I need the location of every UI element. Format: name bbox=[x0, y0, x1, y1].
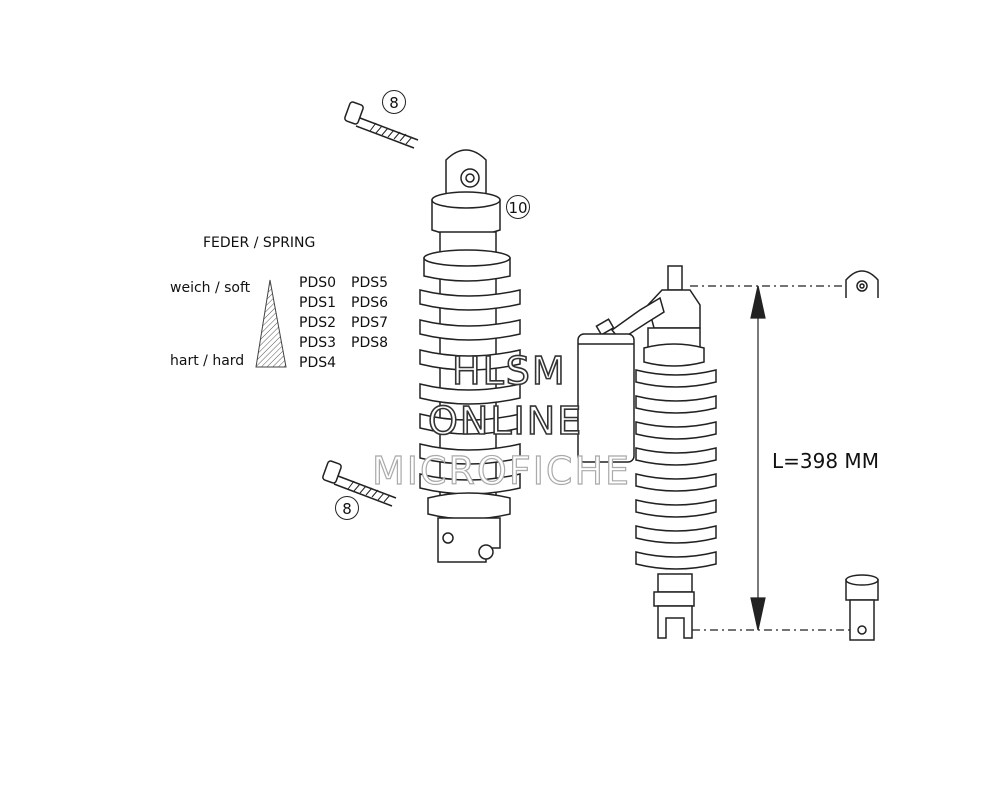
bottom-mount-detail bbox=[845, 574, 879, 641]
spring-code: PDS3 bbox=[299, 335, 337, 351]
callout-bolt-top: 8 bbox=[382, 90, 406, 114]
watermark-line-2: ONLINE bbox=[427, 399, 584, 443]
length-dimension-label: L=398 MM bbox=[772, 449, 879, 473]
watermark-line-3: MICROFICHE bbox=[371, 449, 632, 493]
shock-left bbox=[419, 149, 521, 563]
spring-code: PDS2 bbox=[299, 315, 337, 331]
spring-code: PDS4 bbox=[299, 355, 337, 371]
bolt-bottom bbox=[322, 460, 397, 507]
spring-code: PDS8 bbox=[351, 335, 389, 351]
dimension-line bbox=[690, 285, 852, 631]
callout-bolt-bottom: 8 bbox=[335, 496, 359, 520]
spring-code: PDS6 bbox=[351, 295, 389, 311]
shock-right bbox=[577, 265, 717, 639]
hardness-wedge bbox=[255, 279, 287, 368]
callout-shock: 10 bbox=[506, 195, 530, 219]
spring-code: PDS0 bbox=[299, 275, 337, 291]
hard-label: hart / hard bbox=[170, 353, 245, 369]
spring-legend-title: FEDER / SPRING bbox=[203, 235, 316, 251]
bolt-top bbox=[344, 101, 419, 149]
soft-label: weich / soft bbox=[170, 280, 251, 296]
spring-code: PDS1 bbox=[299, 295, 337, 311]
spring-code: PDS7 bbox=[351, 315, 389, 331]
watermark-line-1: HLSM bbox=[451, 349, 567, 393]
spring-code: PDS5 bbox=[351, 275, 389, 291]
top-mount-detail bbox=[845, 270, 879, 298]
